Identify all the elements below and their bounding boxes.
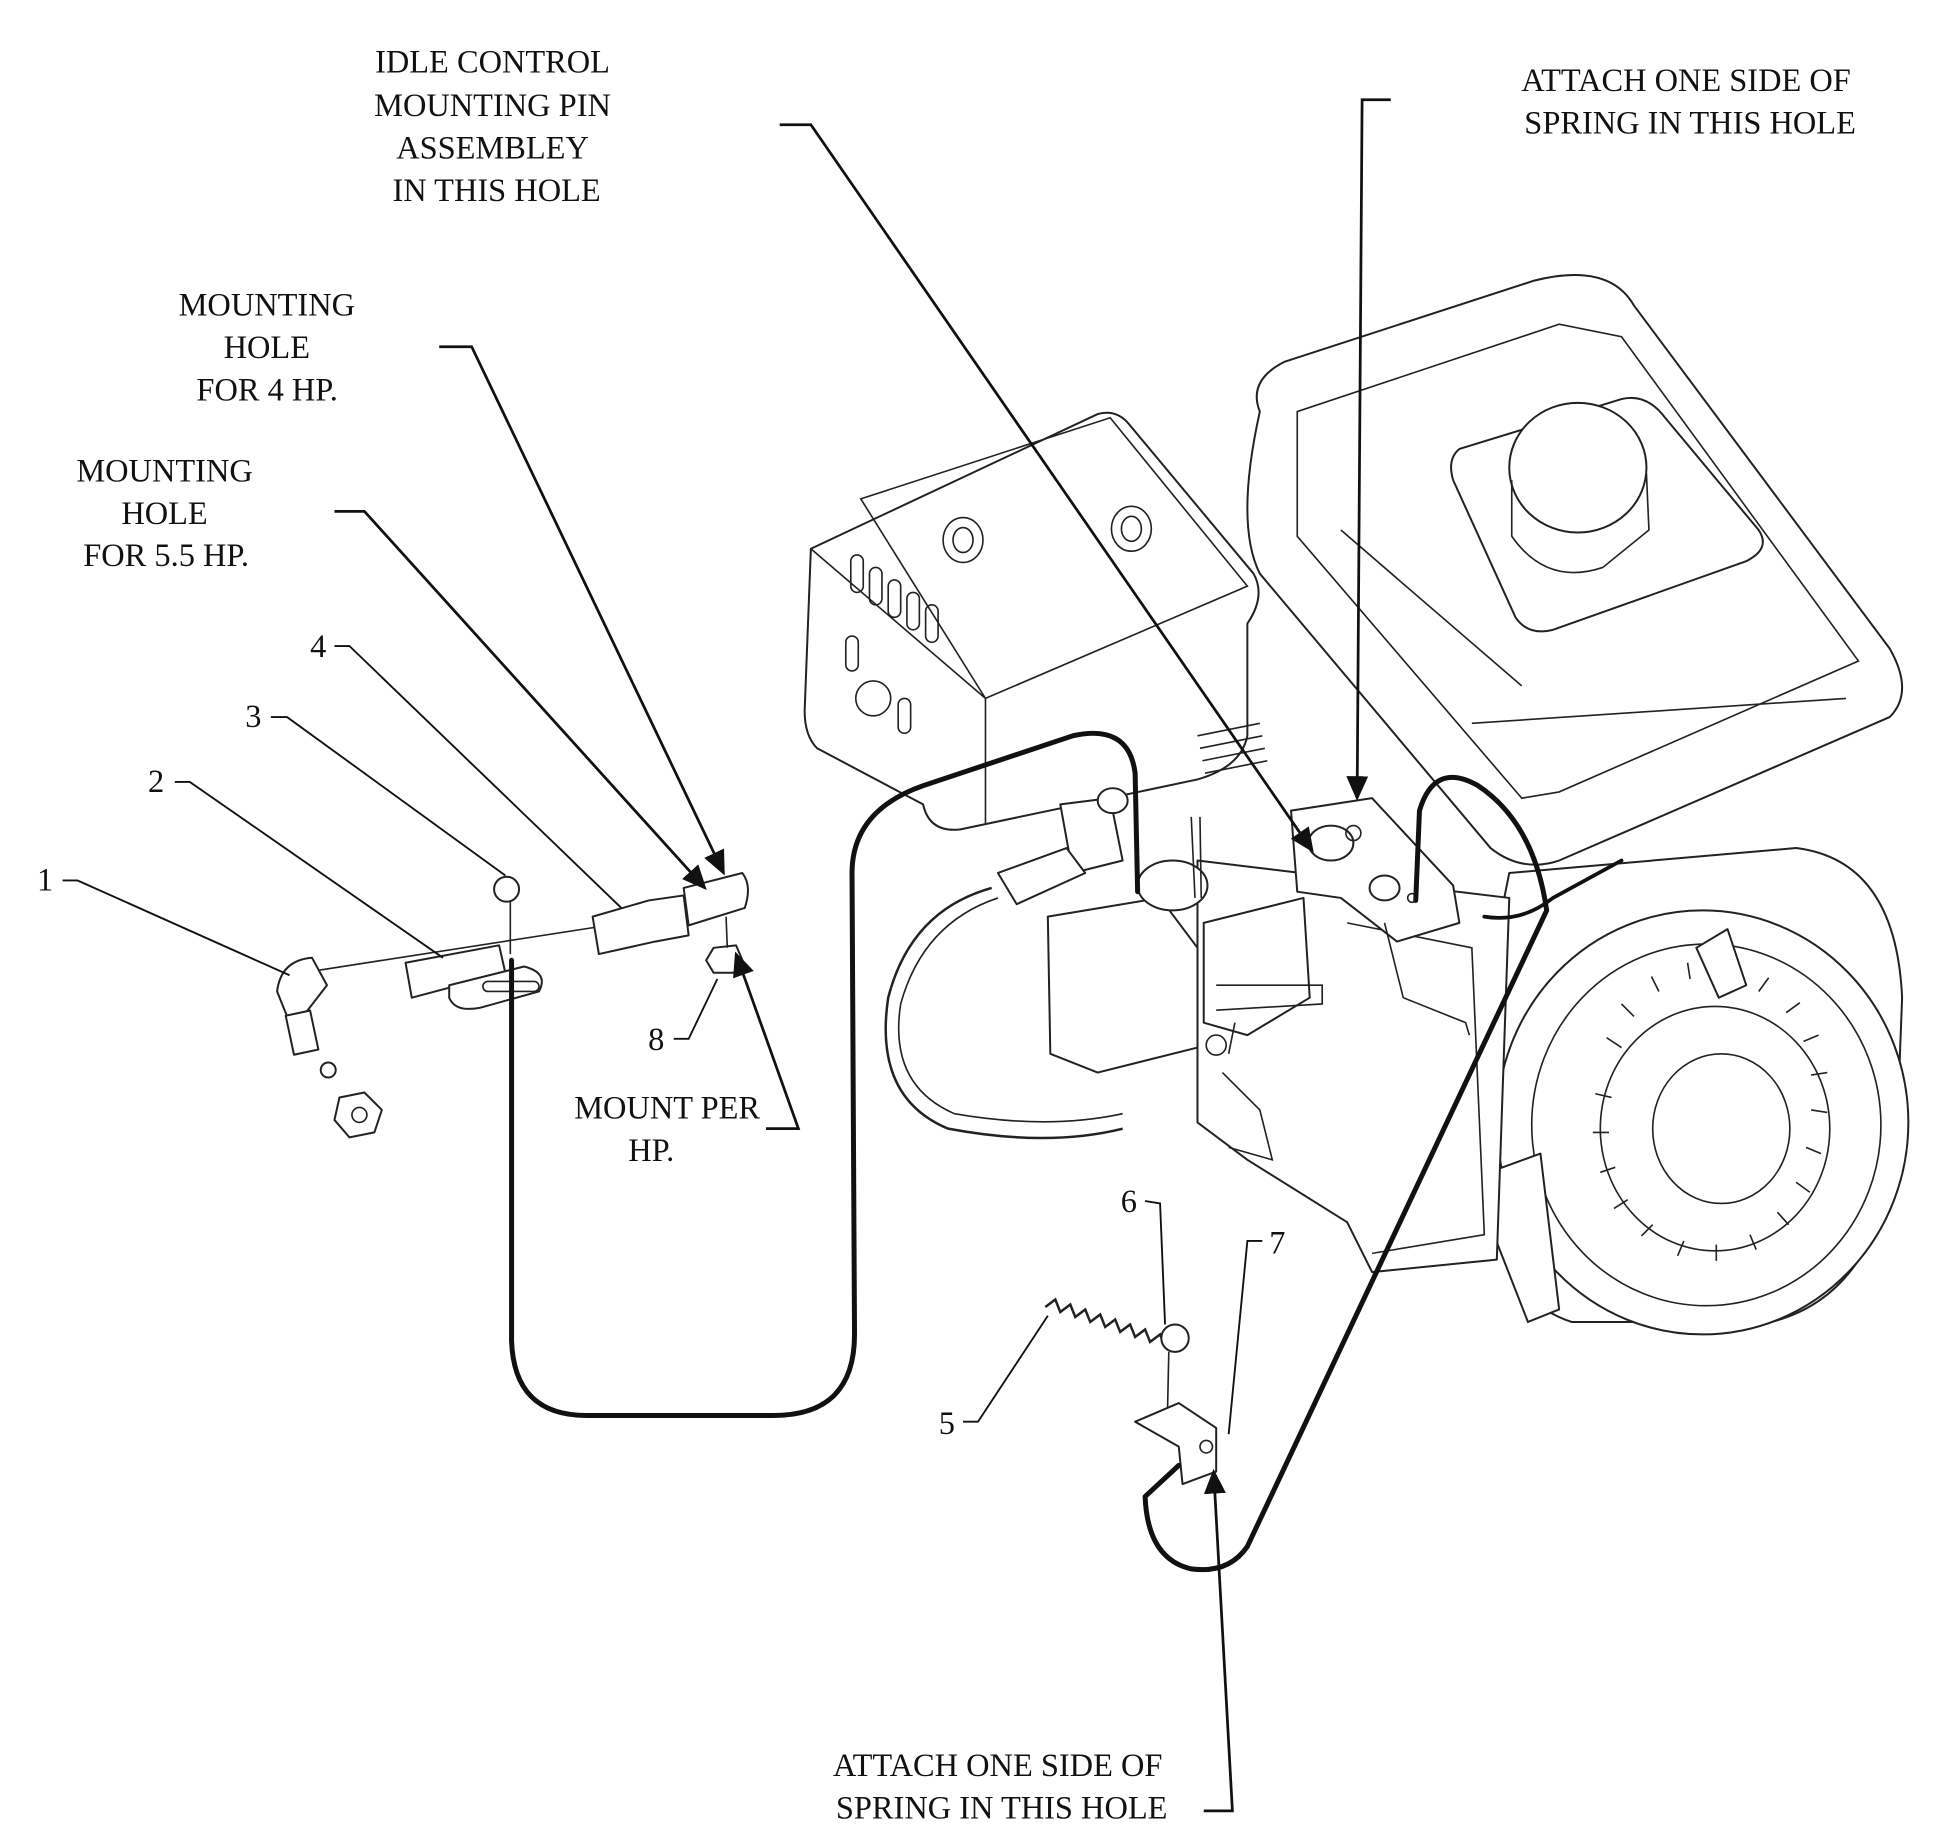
part-number-2: 2: [148, 764, 164, 800]
leader-55hp: [334, 509, 707, 890]
leader-attach-top: [1346, 98, 1391, 801]
callout-attach-spring-top: ATTACH ONE SIDE OF SPRING IN THIS HOLE: [1521, 63, 1859, 141]
part-1-elbow-fitting: [276, 956, 328, 1018]
part-number-1: 1: [37, 862, 53, 898]
callout-mount-per-hp: MOUNT PER HP.: [574, 1091, 768, 1169]
leader-mount-per-hp: [733, 951, 801, 1131]
fuel-line: [884, 886, 1123, 1140]
callout-mounting-hole-55hp: MOUNTING HOLE FOR 5.5 HP.: [76, 453, 261, 574]
part-number-5: 5: [939, 1406, 955, 1442]
callout-mounting-hole-4hp: MOUNTING HOLE FOR 4 HP.: [179, 288, 364, 409]
spring-wire: [1142, 774, 1550, 1573]
throttle-cable: [509, 730, 1141, 1418]
engine-drawing: [803, 274, 1910, 1336]
part-4-coupling: [591, 894, 690, 956]
part-3-screw: [493, 875, 521, 903]
leader-lines: [62, 98, 1391, 1813]
callout-idle-control: IDLE CONTROL MOUNTING PIN ASSEMBLEY IN T…: [374, 44, 619, 208]
part-4-pin: [682, 871, 749, 927]
part-number-7: 7: [1269, 1225, 1285, 1261]
part-number-4: 4: [310, 629, 326, 665]
carburetor: [1046, 896, 1199, 1074]
fuel-cap: [1508, 401, 1648, 534]
leader-4hp: [439, 345, 725, 876]
part-6-screw: [1160, 1323, 1190, 1353]
part-number-6: 6: [1121, 1184, 1137, 1220]
part-5-spring: [1044, 1297, 1167, 1348]
part-number-3: 3: [245, 699, 261, 735]
callout-attach-spring-bottom: ATTACH ONE SIDE OF SPRING IN THIS HOLE: [833, 1748, 1171, 1826]
leader-attach-bottom: [1203, 1468, 1234, 1813]
part-7-spring-bracket: [1134, 1402, 1218, 1486]
part-number-8: 8: [648, 1022, 664, 1058]
air-cleaner: [803, 411, 1260, 831]
leader-idle-control: [779, 123, 1314, 853]
air-cleaner-slots: [844, 554, 939, 735]
recoil-starter-cover: [1495, 909, 1910, 1336]
